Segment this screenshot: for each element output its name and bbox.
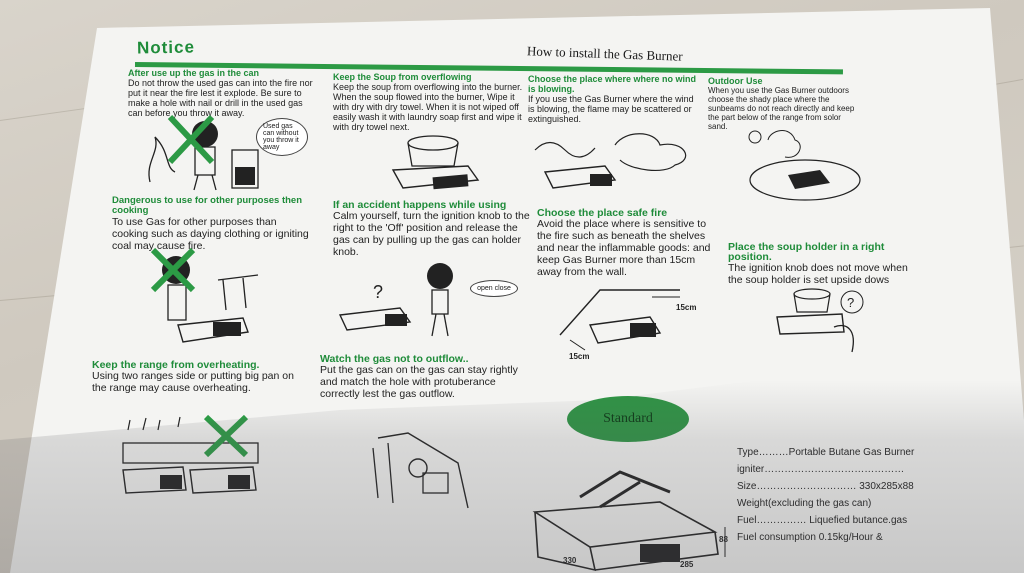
overheating-illustration xyxy=(122,414,259,494)
section-other-purposes: Dangerous to use for other purposes then… xyxy=(112,195,312,253)
outdoor-illustration xyxy=(748,130,861,201)
wind-illustration xyxy=(534,133,687,189)
gas-burner-product-illustration xyxy=(532,470,726,572)
section-body: If you use the Gas Burner where the wind… xyxy=(528,94,694,124)
safe-place-illustration xyxy=(559,289,680,351)
svg-text:?: ? xyxy=(373,282,383,302)
spec-size: Size………………………… 330x285x88 xyxy=(737,481,914,492)
section-body: Do not throw the used gas can into the f… xyxy=(128,78,313,118)
gas-can-install-illustration xyxy=(372,432,469,509)
soup-overflow-illustration xyxy=(391,135,480,190)
wall-distance-label: 15cm xyxy=(569,352,590,361)
spec-type: Type………Portable Butane Gas Burner xyxy=(737,447,915,458)
section-no-wind: Choose the place where where no wind is … xyxy=(528,74,698,124)
speech-bubble: Used gas can without you throw it away xyxy=(256,118,308,156)
section-used-gas-can: After use up the gas in the can Do not t… xyxy=(128,68,313,118)
section-safe-place: Choose the place safe fire Avoid the pla… xyxy=(537,208,717,278)
svg-text:?: ? xyxy=(847,295,854,310)
wall-distance-label: 15cm xyxy=(676,303,697,312)
section-heading: Keep the Soup from overflowing xyxy=(333,72,472,82)
section-body: Keep the soup from overflowing into the … xyxy=(333,82,523,132)
section-heading: After use up the gas in the can xyxy=(128,68,260,78)
section-accident: If an accident happens while using Calm … xyxy=(333,200,533,258)
height-dimension: 88 xyxy=(719,535,728,544)
other-purposes-illustration xyxy=(150,247,259,343)
section-heading: Choose the place safe fire xyxy=(537,207,668,219)
section-gas-outflow: Watch the gas not to outflow.. Put the g… xyxy=(320,354,520,400)
section-outdoor-use: Outdoor Use When you use the Gas Burner … xyxy=(708,76,858,132)
width-dimension: 330 xyxy=(563,556,577,565)
wood-grain xyxy=(0,294,60,301)
section-heading: Choose the place where where no wind is … xyxy=(528,74,697,94)
standard-badge: Standard xyxy=(567,396,689,442)
section-body: Avoid the place where is sensitive to th… xyxy=(537,218,711,278)
section-heading: Keep the range from overheating. xyxy=(92,359,260,371)
section-heading: Outdoor Use xyxy=(708,76,763,86)
notice-title: Notice xyxy=(136,37,196,58)
section-heading: Watch the gas not to outflow.. xyxy=(320,353,469,365)
accident-burner-illustration: ? xyxy=(338,282,412,331)
section-soup-holder: Place the soup holder in a right positio… xyxy=(728,242,918,286)
spec-weight: Weight(excluding the gas can) xyxy=(737,498,872,509)
soup-holder-illustration: ? xyxy=(776,288,864,353)
spec-list: Type………Portable Butane Gas Burner ignite… xyxy=(737,444,914,546)
section-body: Calm yourself, turn the ignition knob to… xyxy=(333,210,530,258)
open-close-bubble: open close xyxy=(470,280,518,297)
section-body: To use Gas for other purposes than cooki… xyxy=(112,216,309,252)
person-illustration xyxy=(427,263,453,337)
section-heading: If an accident happens while using xyxy=(333,199,507,211)
section-body: When you use the Gas Burner outdoors cho… xyxy=(708,86,855,131)
section-soup-overflow: Keep the Soup from overflowing Keep the … xyxy=(333,72,528,132)
section-body: Using two ranges side or putting big pan… xyxy=(92,370,294,394)
depth-dimension: 285 xyxy=(680,560,694,569)
spec-igniter: igniter…………………………………… xyxy=(737,464,905,475)
used-gas-can-illustration xyxy=(148,114,259,191)
section-overheating: Keep the range from overheating. Using t… xyxy=(92,360,307,394)
spec-fuel: Fuel…………… Liquefied butance.gas xyxy=(737,515,908,526)
spec-fuel-consumption: Fuel consumption 0.15kg/Hour & xyxy=(737,532,883,543)
section-heading: Dangerous to use for other purposes then… xyxy=(112,195,303,216)
section-body: The ignition knob does not move when the… xyxy=(728,262,908,286)
section-body: Put the gas can on the gas can stay righ… xyxy=(320,364,518,400)
section-heading: Place the soup holder in a right positio… xyxy=(728,241,885,263)
